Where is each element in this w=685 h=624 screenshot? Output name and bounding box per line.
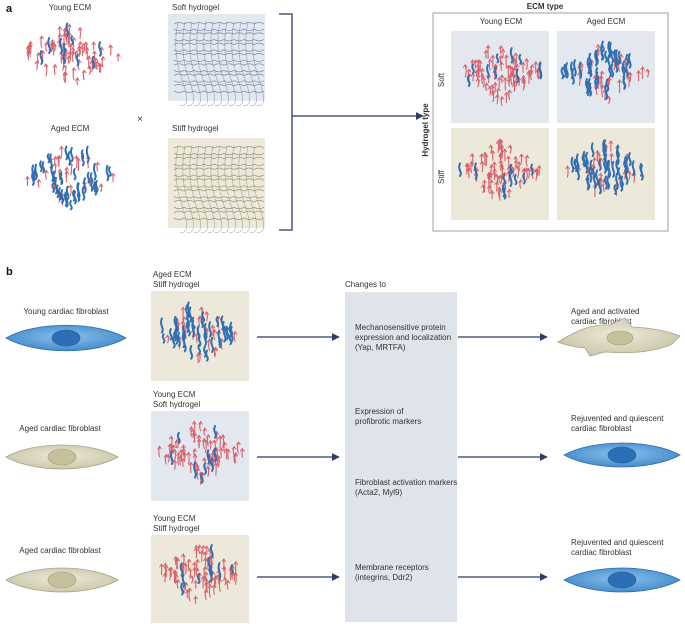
row3-condition-line1: Young ECM	[153, 514, 196, 523]
rejuvenated-fibroblast-cell-1	[563, 442, 681, 468]
change3-line2: (Acta2, Myl9)	[355, 488, 402, 497]
row1-aged-ecm-illustration	[160, 301, 238, 364]
changes-box	[345, 292, 457, 622]
row2-fibroblast-label: Aged cardiac fibroblast	[19, 424, 101, 433]
aged-ecm-label: Aged ECM	[51, 124, 90, 133]
panel-b-letter: b	[6, 266, 13, 278]
grid-row-stiff: Stiff	[437, 169, 446, 183]
ecm-type-title: ECM type	[527, 2, 564, 11]
change3-line1: Fibroblast activation markers	[355, 478, 457, 487]
row2-young-ecm-illustration	[157, 420, 245, 485]
row1-condition-line1: Aged ECM	[153, 270, 192, 279]
young-ecm-soft-illustration	[462, 44, 543, 106]
aged-cardiac-fibroblast-cell	[5, 444, 119, 470]
young-ecm-label: Young ECM	[49, 3, 92, 12]
soft-hydrogel-label: Soft hydrogel	[172, 3, 219, 12]
row3-outcome-line2: cardiac fibroblast	[571, 548, 632, 557]
aged-ecm-soft-illustration	[560, 40, 650, 104]
change1-line1: Mechanosensitive protein	[355, 323, 446, 332]
grid-col-aged: Aged ECM	[587, 17, 626, 26]
change2-line1: Expression of	[355, 407, 404, 416]
stiff-hydrogel-label: Stiff hydrogel	[172, 124, 219, 133]
change1-line3: (Yap, MRTFA)	[355, 343, 406, 352]
result-grid-frame	[432, 12, 669, 232]
change2-line2: profibrotic markers	[355, 417, 421, 426]
panel-a-letter: a	[6, 3, 13, 15]
row2-outcome-line1: Rejuvented and quiescent	[571, 414, 664, 423]
row3-condition-line2: Stiff hydrogel	[153, 524, 200, 533]
row2-condition-line1: Young ECM	[153, 390, 196, 399]
stiff-hydrogel-box	[168, 138, 265, 228]
cross-symbol: ×	[137, 114, 143, 125]
combination-bracket	[279, 13, 293, 231]
row3-young-ecm-illustration	[159, 544, 239, 604]
aged-activated-fibroblast-cell	[557, 317, 681, 357]
young-ecm-illustration	[25, 22, 121, 86]
row1-condition-line2: Stiff hydrogel	[153, 280, 200, 289]
change1-line2: expression and localization	[355, 333, 451, 342]
row1-outcome-line2: cardiac fibroblast	[571, 317, 632, 326]
row3-outcome-line1: Rejuvented and quiescent	[571, 538, 664, 547]
aged-ecm-illustration	[25, 145, 116, 211]
row3-fibroblast-label: Aged cardiac fibroblast	[19, 546, 101, 555]
soft-hydrogel-mesh	[173, 21, 265, 106]
aged-ecm-stiff-illustration	[565, 139, 644, 198]
young-cardiac-fibroblast-cell	[5, 324, 127, 352]
row1-fibroblast-label: Young cardiac fibroblast	[23, 307, 109, 316]
change4-line2: (integrins, Ddr2)	[355, 573, 413, 582]
hydrogel-type-axis: Hydrogel type	[421, 103, 430, 157]
cell-aged-stiff	[557, 128, 655, 220]
row2-outcome-line2: cardiac fibroblast	[571, 424, 632, 433]
young-ecm-stiff-illustration	[458, 138, 542, 201]
grid-row-soft: Soft	[437, 72, 446, 87]
aged-cardiac-fibroblast-cell-2	[5, 567, 119, 593]
changes-title: Changes to	[345, 280, 386, 289]
stiff-hydrogel-mesh	[173, 145, 265, 233]
row2-condition-line2: Soft hydrogel	[153, 400, 200, 409]
soft-hydrogel-box	[168, 14, 265, 101]
grid-col-young: Young ECM	[480, 17, 523, 26]
row1-outcome-line1: Aged and activated	[571, 307, 640, 316]
change4-line1: Membrane receptors	[355, 563, 429, 572]
rejuvenated-fibroblast-cell-2	[563, 567, 681, 593]
